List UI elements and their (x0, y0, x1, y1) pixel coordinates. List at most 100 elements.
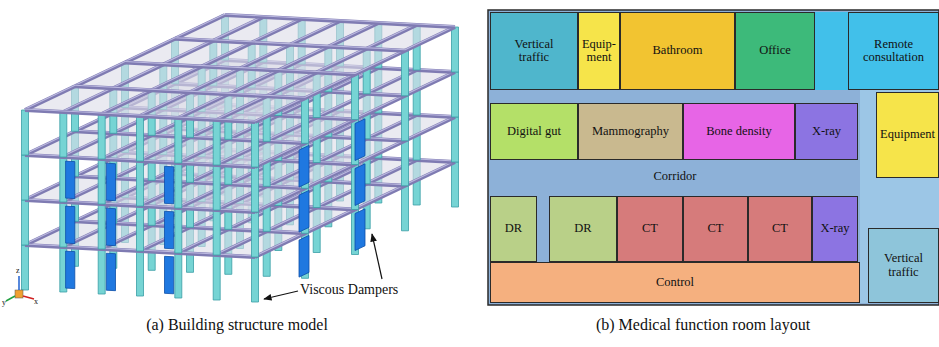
room-box: CT (683, 196, 748, 262)
column (98, 114, 105, 159)
column (60, 112, 67, 157)
room-box: Vertical traffic (490, 12, 578, 90)
room-label: Corridor (653, 170, 696, 184)
room-box: Digital gut (490, 103, 578, 160)
room-label: Control (656, 276, 694, 290)
beam-edge (75, 85, 305, 97)
beam (225, 15, 455, 27)
column (137, 206, 144, 251)
room-label: Vertical traffic (874, 252, 934, 279)
floor-slab (25, 15, 455, 122)
column (22, 155, 29, 200)
room-box: Vertical traffic (868, 228, 939, 303)
room-label: CT (708, 222, 724, 236)
side-hall (860, 90, 939, 303)
column (402, 186, 409, 231)
beam (125, 63, 355, 75)
column (352, 75, 359, 120)
text-label: z (16, 266, 20, 275)
room-box: Bathroom (620, 12, 735, 90)
column (213, 210, 220, 255)
viscous-damper (355, 119, 365, 161)
text-label: Viscous Dampers (300, 282, 398, 298)
column (213, 120, 220, 165)
viscous-damper (165, 256, 174, 294)
viscous-damper (66, 161, 75, 199)
room-box: CT (617, 196, 683, 262)
room-label: Office (759, 44, 791, 58)
viscous-damper (355, 164, 365, 206)
text-label: (a) Building structure model (146, 316, 328, 334)
column (98, 159, 105, 204)
viscous-damper (66, 206, 75, 244)
column (137, 116, 144, 161)
viscous-damper (299, 145, 309, 187)
column (175, 253, 182, 298)
room-label: DR (505, 222, 522, 236)
room-label: X-ray (820, 222, 849, 236)
column (252, 122, 259, 167)
viscous-damper (106, 208, 115, 246)
viscous-damper (106, 163, 115, 201)
room-box: CT (748, 196, 812, 262)
column (402, 51, 409, 96)
axis-triad (6, 276, 34, 301)
column (252, 167, 259, 212)
viscous-damper (165, 211, 174, 249)
column (213, 255, 220, 300)
column (22, 110, 29, 155)
viscous-damper (355, 209, 365, 251)
room-box: Equipment (876, 92, 939, 178)
column (175, 118, 182, 163)
leader-line (372, 234, 382, 279)
room-box: Control (490, 262, 860, 303)
column (402, 96, 409, 141)
beam (25, 110, 255, 122)
viscous-damper (299, 235, 309, 277)
beam-edge (25, 109, 255, 121)
floor-plan-ground (488, 10, 939, 305)
room-label: Bathroom (653, 44, 703, 58)
room-box: Equip- ment (578, 12, 620, 90)
column (452, 72, 459, 117)
room-label: Vertical traffic (503, 38, 565, 65)
room-box: DR (490, 196, 537, 262)
room-label: CT (642, 222, 658, 236)
building-model (22, 14, 459, 302)
hall-area (815, 12, 848, 90)
room-box: X-ray (795, 103, 858, 160)
room-label: Bone density (706, 125, 772, 139)
column (213, 165, 220, 210)
viscous-damper (299, 190, 309, 232)
viscous-damper (165, 166, 174, 204)
room-box: DR (549, 196, 617, 262)
column (98, 249, 105, 294)
column (252, 257, 259, 302)
room-label: Equipment (880, 128, 935, 142)
room-box: X-ray (812, 196, 858, 262)
room-label: Equip- ment (580, 38, 618, 65)
room-label: CT (772, 222, 788, 236)
column (175, 208, 182, 253)
column (452, 117, 459, 162)
column (452, 27, 459, 72)
column (98, 204, 105, 249)
beam-edge (175, 38, 405, 50)
column (22, 200, 29, 245)
beam (175, 39, 405, 51)
room-box: Remote consultation (848, 12, 939, 90)
room-label: DR (574, 222, 591, 236)
room-box: Bone density (683, 103, 795, 160)
room-label: X-ray (812, 125, 841, 139)
column (452, 162, 459, 207)
text-label: y (2, 298, 6, 307)
room-box: Mammography (578, 103, 683, 160)
column (252, 212, 259, 257)
text-label: (b) Medical function room layout (596, 316, 810, 334)
room-label: Remote consultation (854, 38, 934, 65)
beam-edge (225, 14, 455, 26)
room-label: Mammography (592, 125, 669, 139)
column (175, 163, 182, 208)
column (22, 245, 29, 290)
